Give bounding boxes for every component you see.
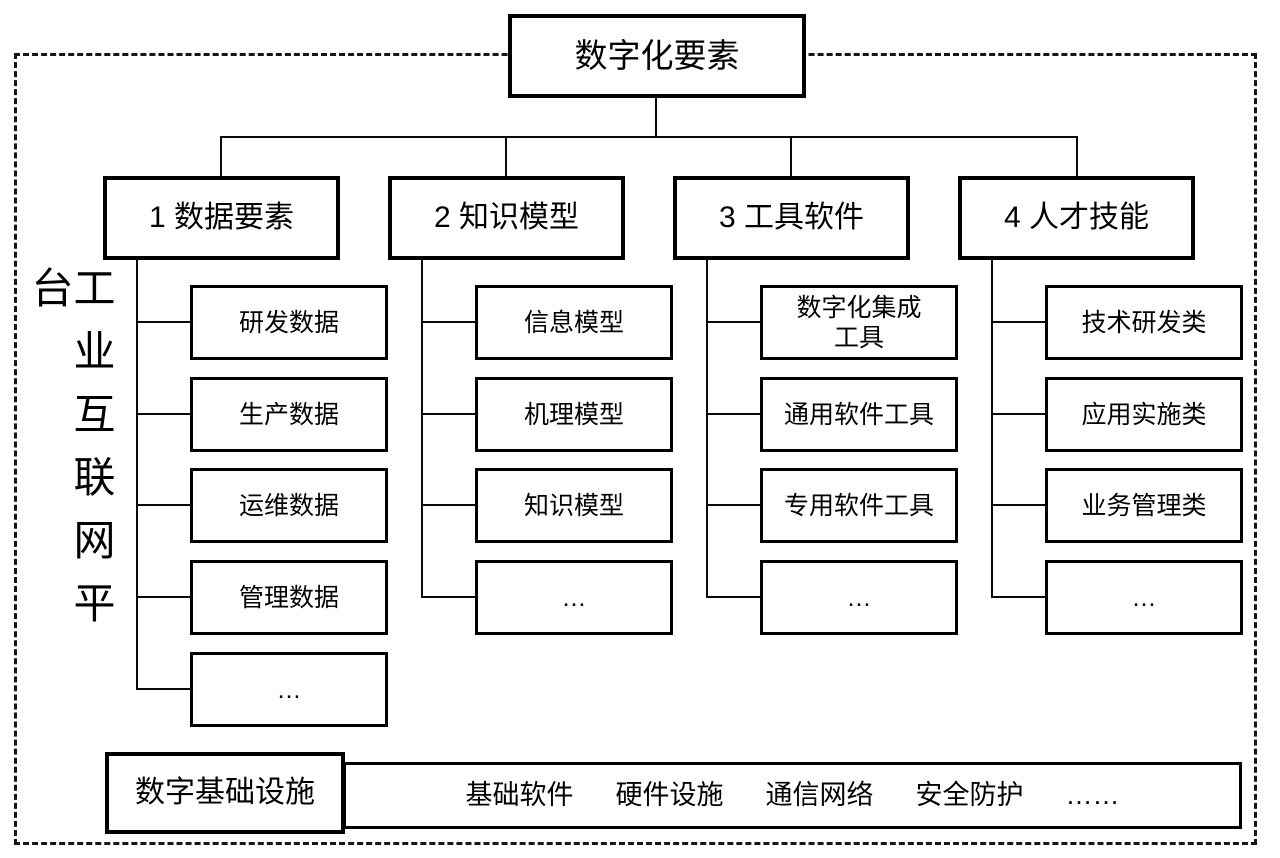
infrastructure-item: 安全防护 [915, 780, 1024, 811]
child-node: 生产数据 [190, 377, 388, 452]
infrastructure-item-ellipsis: …… [1065, 780, 1120, 811]
connector-stub-2-2 [421, 413, 475, 415]
connector-stub-1-5 [136, 688, 190, 690]
connector-spine-4 [991, 260, 993, 598]
connector-branch-drop-4 [1076, 138, 1078, 176]
connector-stub-4-4 [991, 596, 1045, 598]
child-node: 信息模型 [475, 285, 673, 360]
infrastructure-items-box: 基础软件 硬件设施 通信网络 安全防护 …… [343, 762, 1242, 829]
branch-header-talent-skills: 4 人才技能 [958, 176, 1195, 260]
child-node: 专用软件工具 [760, 468, 958, 543]
child-node: 业务管理类 [1045, 468, 1243, 543]
child-node: 应用实施类 [1045, 377, 1243, 452]
child-node-ellipsis: … [760, 560, 958, 635]
connector-stub-1-1 [136, 321, 190, 323]
child-node: 数字化集成 工具 [760, 285, 958, 360]
infrastructure-item: 基础软件 [465, 780, 574, 811]
infrastructure-item: 通信网络 [765, 780, 874, 811]
connector-stub-1-2 [136, 413, 190, 415]
connector-stub-2-4 [421, 596, 475, 598]
child-node: 技术研发类 [1045, 285, 1243, 360]
connector-root-stem [655, 98, 657, 136]
connector-branch-drop-2 [505, 138, 507, 176]
connector-stub-3-2 [706, 413, 760, 415]
child-node-ellipsis: … [475, 560, 673, 635]
branch-header-data-elements: 1 数据要素 [103, 176, 340, 260]
child-node: 通用软件工具 [760, 377, 958, 452]
child-node-ellipsis: … [1045, 560, 1243, 635]
connector-stub-3-3 [706, 504, 760, 506]
connector-branch-bus [220, 136, 1078, 138]
platform-label: 工业互联网平台 [26, 266, 115, 644]
branch-header-tool-software: 3 工具软件 [673, 176, 910, 260]
connector-spine-2 [421, 260, 423, 598]
child-node: 知识模型 [475, 468, 673, 543]
connector-stub-3-4 [706, 596, 760, 598]
connector-spine-1 [136, 260, 138, 690]
connector-stub-2-3 [421, 504, 475, 506]
connector-stub-4-1 [991, 321, 1045, 323]
connector-stub-1-3 [136, 504, 190, 506]
child-node: 机理模型 [475, 377, 673, 452]
infrastructure-item: 硬件设施 [615, 780, 724, 811]
connector-stub-1-4 [136, 596, 190, 598]
child-node: 运维数据 [190, 468, 388, 543]
connector-stub-2-1 [421, 321, 475, 323]
connector-stub-4-3 [991, 504, 1045, 506]
root-node: 数字化要素 [508, 14, 806, 98]
connector-stub-3-1 [706, 321, 760, 323]
child-node-ellipsis: … [190, 652, 388, 727]
connector-spine-3 [706, 260, 708, 598]
connector-stub-4-2 [991, 413, 1045, 415]
infrastructure-title-box: 数字基础设施 [105, 752, 345, 834]
child-node: 管理数据 [190, 560, 388, 635]
connector-branch-drop-3 [790, 138, 792, 176]
branch-header-knowledge-models: 2 知识模型 [388, 176, 625, 260]
connector-branch-drop-1 [220, 138, 222, 176]
child-node: 研发数据 [190, 285, 388, 360]
